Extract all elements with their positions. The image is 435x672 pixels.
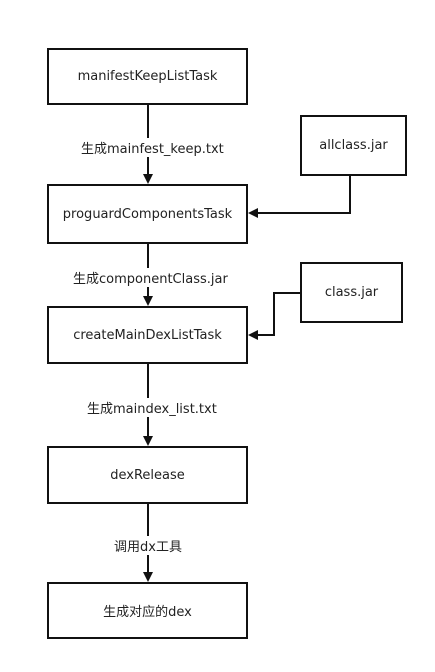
node-allclass-jar: allclass.jar	[300, 115, 407, 176]
edge-label-component-class-jar: 生成componentClass.jar	[72, 268, 229, 287]
node-generate-dex: 生成对应的dex	[47, 582, 248, 639]
node-create-main-dex-list-task: createMainDexListTask	[47, 306, 248, 364]
edge-label-maindex-list-txt: 生成maindex_list.txt	[86, 398, 218, 417]
edge-label-manifest-keep-txt: 生成mainfest_keep.txt	[80, 138, 225, 157]
node-dex-release: dexRelease	[47, 446, 248, 504]
node-class-jar: class.jar	[300, 262, 403, 323]
node-proguard-components-task: proguardComponentsTask	[47, 184, 248, 244]
arrow-class-to-create	[248, 292, 300, 340]
edge-label-invoke-dx-tool: 调用dx工具	[113, 536, 183, 555]
arrow-allclass-to-proguard	[248, 176, 351, 218]
node-manifest-keep-list-task: manifestKeepListTask	[47, 48, 248, 105]
